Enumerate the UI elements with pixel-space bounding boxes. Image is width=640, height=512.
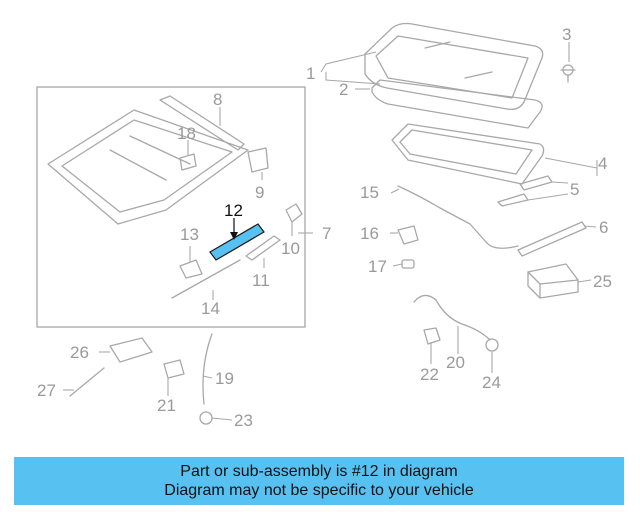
- highlighted-part-12[interactable]: [209, 223, 265, 261]
- grommet-part: [485, 338, 499, 352]
- callout-24[interactable]: 24: [482, 373, 501, 392]
- drain-hose-part: [413, 294, 491, 341]
- spring-part: [179, 153, 197, 171]
- callout-11[interactable]: 11: [252, 271, 270, 290]
- callout-22[interactable]: 22: [420, 365, 439, 384]
- cable-part: [397, 185, 519, 249]
- lever-part: [285, 203, 303, 223]
- callout-3[interactable]: 3: [562, 25, 571, 44]
- glass-panel-part: [364, 22, 544, 110]
- hose-27-part: [69, 367, 105, 397]
- callout-4[interactable]: 4: [598, 154, 607, 173]
- callout-17[interactable]: 17: [368, 257, 387, 276]
- callout-26[interactable]: 26: [70, 343, 89, 362]
- callout-8[interactable]: 8: [213, 90, 222, 109]
- info-banner: Part or sub-assembly is #12 in diagram D…: [14, 457, 624, 505]
- callout-21[interactable]: 21: [157, 396, 176, 415]
- bracket-9-part: [247, 147, 269, 173]
- grommet-23-part: [199, 411, 213, 425]
- callout-20[interactable]: 20: [446, 353, 465, 372]
- callout-10[interactable]: 10: [281, 239, 300, 258]
- banner-line-2: Diagram may not be specific to your vehi…: [164, 482, 474, 499]
- callout-25[interactable]: 25: [593, 272, 612, 291]
- callout-19[interactable]: 19: [215, 369, 234, 388]
- bolt-part: [560, 64, 576, 83]
- seal-part: [371, 79, 543, 129]
- callout-6[interactable]: 6: [599, 218, 608, 237]
- callout-13[interactable]: 13: [180, 225, 199, 244]
- callout-18[interactable]: 18: [177, 124, 196, 143]
- guide-part: [245, 235, 281, 261]
- callout-15[interactable]: 15: [360, 183, 379, 202]
- parts-diagram: 1 2 3 4 5 6 7 8 9 10 11 12 13 14 15 16 1…: [36, 22, 612, 430]
- callout-9[interactable]: 9: [255, 183, 264, 202]
- callout-7[interactable]: 7: [322, 224, 331, 243]
- deflector-part: [159, 95, 245, 151]
- callout-labels: 1 2 3 4 5 6 7 8 9 10 11 12 13 14 15 16 1…: [37, 25, 612, 430]
- rail-part: [517, 221, 587, 257]
- wire-part: [171, 259, 241, 299]
- clip-21-part: [163, 359, 185, 379]
- callout-5[interactable]: 5: [570, 180, 579, 199]
- shoe-part: [179, 259, 203, 279]
- callout-23[interactable]: 23: [234, 411, 253, 430]
- callout-12[interactable]: 12: [224, 201, 243, 220]
- callout-27[interactable]: 27: [37, 381, 56, 400]
- callout-2[interactable]: 2: [339, 80, 348, 99]
- sunroof-housing-part: [47, 109, 249, 225]
- callout-14[interactable]: 14: [201, 299, 220, 318]
- frame-part: [391, 123, 545, 185]
- leader-lines: [63, 42, 598, 421]
- callout-1[interactable]: 1: [306, 64, 315, 83]
- inset-frame: [36, 86, 306, 328]
- bracket-26-part: [109, 337, 153, 363]
- motor-part: [527, 263, 579, 299]
- callout-16[interactable]: 16: [360, 224, 379, 243]
- hose-19-part: [202, 333, 213, 405]
- banner-line-1: Part or sub-assembly is #12 in diagram: [180, 463, 458, 480]
- pad-part: [397, 225, 419, 245]
- clip-part: [401, 259, 415, 269]
- hose-clip-part: [423, 327, 441, 345]
